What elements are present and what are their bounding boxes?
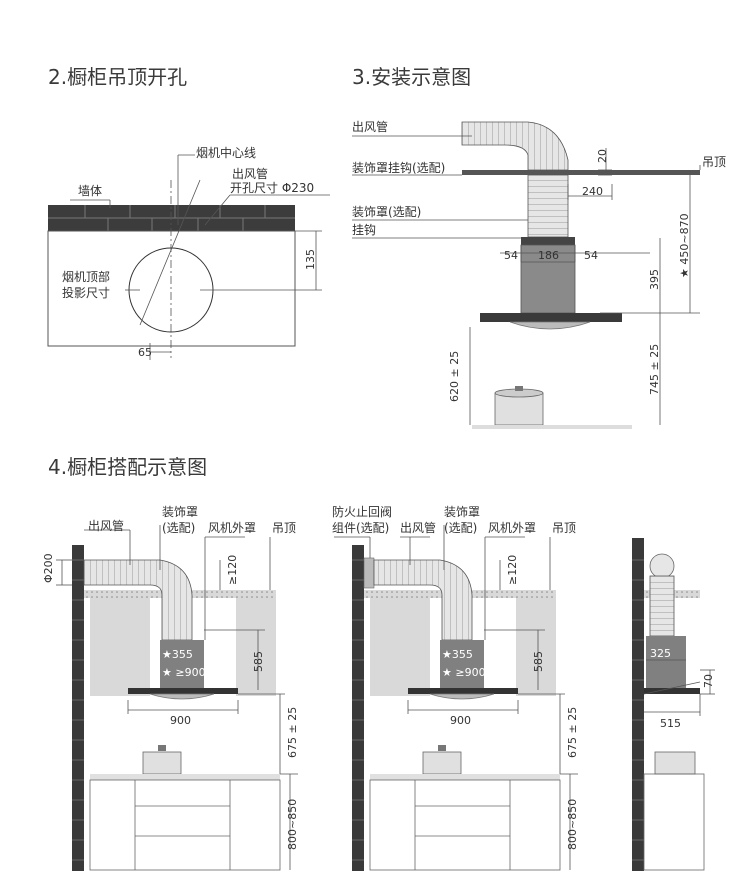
label-valve-b-1: 防火止回阀 [332, 504, 392, 519]
brick-wall-c [632, 538, 644, 871]
dim-phi200-a: Φ200 [42, 553, 55, 583]
fan-housing-a [160, 640, 204, 688]
hood-panel [480, 313, 622, 322]
installation-diagram-detail: 出风管 装饰罩挂钩(选配) 吊顶 装饰罩(选配) 挂钩 20 240 54 18… [352, 119, 726, 429]
dim-355-b: ★355 [442, 648, 473, 661]
pot [494, 392, 544, 426]
variant-b: 防火止回阀 组件(选配) 出风管 装饰罩 (选配) 风机外罩 吊顶 ≥120 ★… [332, 504, 579, 871]
variant-c-side-view: 325 70 515 [632, 538, 715, 871]
dim-65: 65 [138, 346, 152, 359]
label-opening-size: 开孔尺寸 Φ230 [230, 181, 314, 195]
dim-800-850-b: 800~850 [566, 799, 579, 850]
dim-395: 395 [648, 269, 661, 290]
label-cover: 装饰罩(选配) [352, 205, 421, 219]
section-title-ceiling-opening: 2.橱柜吊顶开孔 [48, 65, 188, 89]
label-ceiling-a: 吊顶 [272, 521, 296, 535]
hook-bracket [521, 237, 575, 245]
label-wall: 墙体 [78, 184, 102, 198]
label-ceiling-b: 吊顶 [552, 521, 576, 535]
label-cover-b-1: 装饰罩 [444, 505, 480, 519]
label-cover-a-2: (选配) [162, 521, 195, 535]
fire-valve [363, 557, 375, 589]
label-duct-3: 出风管 [352, 119, 388, 134]
fan-housing-c [646, 636, 686, 688]
label-valve-b-2: 组件(选配) [332, 521, 389, 535]
dim-186: 186 [538, 249, 559, 262]
dim-620: 620 ± 25 [448, 351, 461, 402]
dim-515-c: 515 [660, 717, 681, 730]
ceiling-opening-diagram: 烟机中心线 出风管 开孔尺寸 Φ230 墙体 烟机顶部 投影尺寸 135 65 [47, 145, 330, 360]
dim-450-870: ★ 450~870 [678, 213, 691, 278]
dim-900-b: 900 [450, 714, 471, 727]
dim-70-c: 70 [702, 674, 715, 688]
dim-ge120-b: ≥120 [506, 555, 519, 585]
projection-outline [47, 230, 296, 347]
dim-900ge-a: ★ ≥900 [162, 666, 206, 679]
label-duct-b: 出风管 [400, 520, 436, 535]
upper-cabinet-right-a [236, 598, 276, 696]
upper-cabinet-left-a [90, 598, 150, 696]
label-duct-a: 出风管 [88, 518, 124, 533]
section-title-cabinet-matching: 4.橱柜搭配示意图 [48, 455, 208, 479]
section-title-installation: 3.安装示意图 [352, 65, 472, 89]
label-cover-b-2: (选配) [444, 521, 477, 535]
label-duct: 出风管 [232, 166, 268, 181]
ceiling-plate [462, 170, 700, 175]
dim-800-850-a: 800~850 [286, 799, 299, 850]
dim-745: 745 ± 25 [648, 344, 661, 395]
hood-panel-a [128, 688, 238, 694]
duct-c [649, 575, 675, 637]
dim-325-c: 325 [650, 647, 671, 660]
dim-240: 240 [582, 185, 603, 198]
dim-675-a: 675 ± 25 [286, 707, 299, 758]
dim-54-left: 54 [504, 249, 518, 262]
vertical-duct [527, 174, 569, 238]
dim-355-a: ★355 [162, 648, 193, 661]
dim-900ge-b: ★ ≥900 [442, 666, 486, 679]
label-center-line: 烟机中心线 [196, 145, 256, 160]
label-cover-a-1: 装饰罩 [162, 505, 198, 519]
label-fan-cover-a: 风机外罩 [208, 521, 256, 535]
dim-585-a: 585 [252, 651, 265, 672]
label-projection-1: 烟机顶部 [62, 269, 110, 284]
label-ceiling-3: 吊顶 [702, 155, 726, 169]
dim-135: 135 [304, 249, 317, 270]
brick-wall-b [352, 545, 364, 871]
dim-675-b: 675 ± 25 [566, 707, 579, 758]
cabinet-matching-diagrams: Φ200 出风管 装饰罩 (选配) 风机外罩 吊顶 ≥120 ★355 ★ ≥9… [42, 504, 715, 871]
duct-elbow [461, 121, 569, 171]
label-projection-2: 投影尺寸 [62, 285, 110, 300]
brick-wall-a [72, 545, 84, 871]
label-cover-hook: 装饰罩挂钩(选配) [352, 161, 445, 175]
dim-54-right: 54 [584, 249, 598, 262]
dim-ge120-a: ≥120 [226, 555, 239, 585]
dim-585-b: 585 [532, 651, 545, 672]
dim-900-a: 900 [170, 714, 191, 727]
variant-a: Φ200 出风管 装饰罩 (选配) 风机外罩 吊顶 ≥120 ★355 ★ ≥9… [42, 505, 299, 871]
dim-20: 20 [596, 149, 609, 163]
label-fan-cover-b: 风机外罩 [488, 521, 536, 535]
label-hook: 挂钩 [352, 223, 376, 237]
base-cabinet-a [89, 779, 281, 871]
